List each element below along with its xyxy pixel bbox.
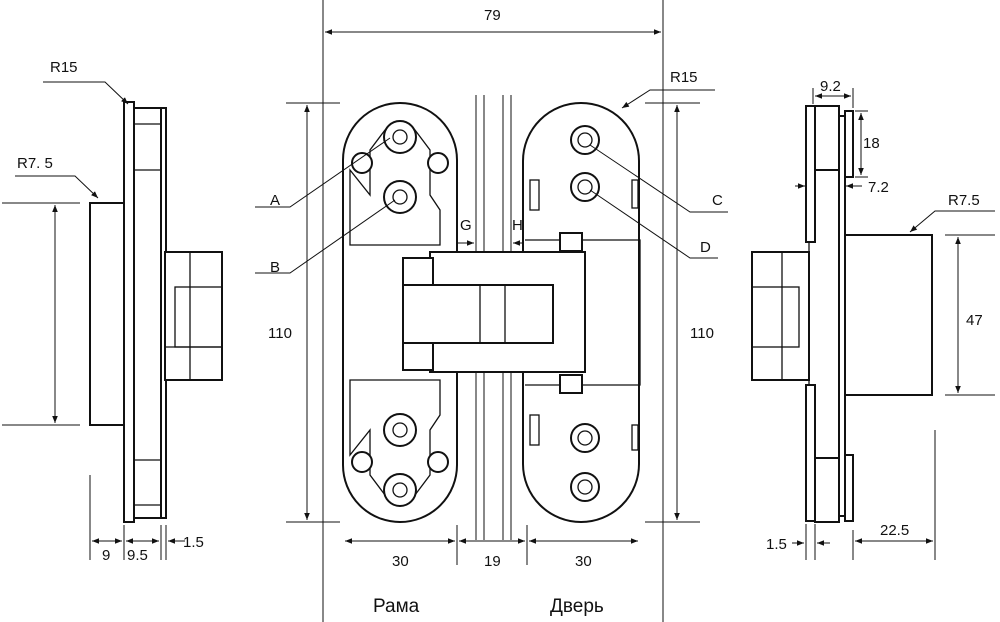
left-r75-label: R7. 5 <box>17 155 53 172</box>
front-r15-label: R15 <box>670 69 698 86</box>
right-r75-label: R7.5 <box>948 192 980 209</box>
dim-gap-19: 19 <box>484 553 501 570</box>
frame-label: Рама <box>373 596 420 617</box>
left-dim-1-5: 1.5 <box>183 534 204 551</box>
label-g: G <box>460 217 472 234</box>
dim-47: 47 <box>966 312 983 329</box>
label-c: C <box>712 192 723 209</box>
height-left-label: 110 <box>268 325 292 342</box>
label-h: H <box>512 217 523 234</box>
left-dim-9: 9 <box>102 547 110 564</box>
dim-9-2: 9.2 <box>820 78 841 95</box>
dim-22-5: 22.5 <box>880 522 909 539</box>
left-side-view: R15 R7. 5 9 9.5 1.5 <box>2 59 223 564</box>
dim-frame-30: 30 <box>392 553 409 570</box>
right-side-view: 9.2 18 7.2 R7.5 47 1.5 22.5 <box>751 78 995 560</box>
width-79-label: 79 <box>484 7 501 24</box>
label-b: B <box>270 259 280 276</box>
dim-7-2: 7.2 <box>868 179 889 196</box>
label-d: D <box>700 239 711 256</box>
left-dim-9-5: 9.5 <box>127 547 148 564</box>
right-dim-1-5: 1.5 <box>766 536 787 553</box>
front-view: 79 110 110 R15 A B C D G H 30 19 30 Рама… <box>255 0 728 622</box>
door-label: Дверь <box>550 596 604 617</box>
height-right-label: 110 <box>690 325 714 342</box>
dim-door-30: 30 <box>575 553 592 570</box>
dim-18: 18 <box>863 135 880 152</box>
label-a: A <box>270 192 280 209</box>
left-r15-label: R15 <box>50 59 78 76</box>
